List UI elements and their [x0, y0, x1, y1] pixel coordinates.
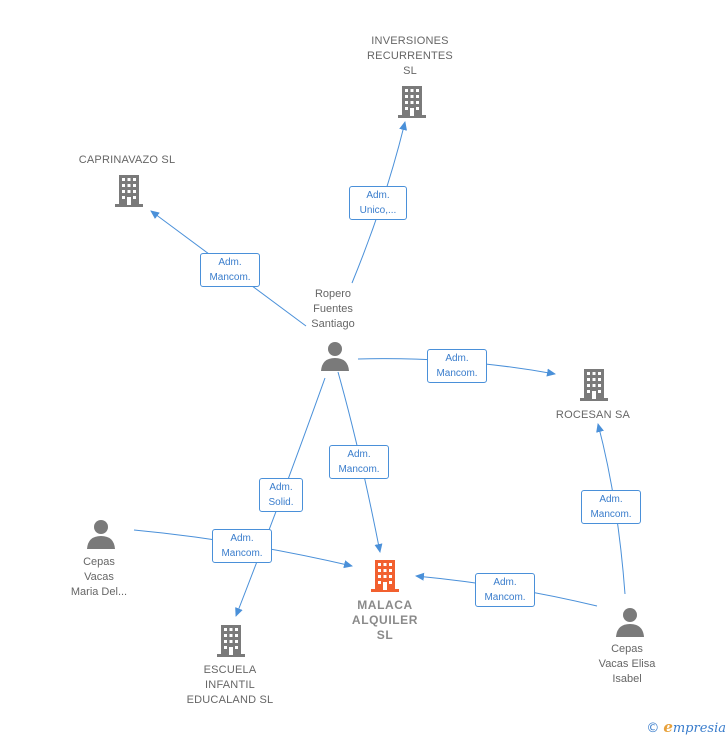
ropero-label-line: Santiago: [311, 318, 355, 330]
relation-text: Adm.: [347, 449, 371, 460]
relation-elisa-rocesan[interactable]: Adm. Mancom.: [581, 490, 641, 524]
relation-text: Adm.: [493, 577, 517, 588]
cepas-elisa-label-line: Isabel: [612, 673, 642, 685]
rocesan-label-line: ROCESAN SA: [555, 409, 631, 421]
inversiones-label-line: INVERSIONES: [371, 35, 449, 47]
relation-ropero-malaca[interactable]: Adm. Mancom.: [329, 445, 389, 479]
inversiones-label-line: RECURRENTES: [367, 50, 453, 62]
cepas-elisa-label-line: Vacas Elisa: [598, 658, 656, 670]
relation-text: Adm.: [366, 190, 390, 201]
cepas-maria-label[interactable]: Cepas Vacas Maria Del...: [49, 555, 149, 600]
escuela-building-icon[interactable]: [215, 623, 247, 664]
rocesan-building-icon[interactable]: [578, 367, 610, 408]
relation-text: Adm.: [230, 533, 254, 544]
relation-text: Adm.: [445, 353, 469, 364]
relation-text: Mancom.: [338, 464, 380, 475]
cepas-elisa-person-icon[interactable]: [615, 606, 645, 643]
malaca-label[interactable]: MALACA ALQUILER SL: [325, 598, 445, 643]
relation-text: Adm.: [599, 494, 623, 505]
malaca-label-line: MALACA: [357, 598, 413, 612]
relation-text: Mancom.: [209, 272, 251, 283]
ropero-label-line: Ropero: [314, 288, 352, 300]
ropero-label-line: Fuentes: [313, 303, 353, 315]
relation-ropero-rocesan[interactable]: Adm. Mancom.: [427, 349, 487, 383]
cepas-maria-person-icon[interactable]: [86, 518, 116, 555]
escuela-label-line: INFANTIL: [205, 679, 255, 691]
escuela-label-line: ESCUELA: [203, 664, 257, 676]
relation-text: Adm.: [218, 257, 242, 268]
relation-text: Adm.: [269, 482, 293, 493]
cepas-elisa-label-line: Cepas: [611, 643, 643, 655]
copyright-symbol: ©: [646, 721, 660, 736]
ropero-person-icon[interactable]: [320, 340, 350, 377]
relation-ropero-escuela[interactable]: Adm. Solid.: [259, 478, 303, 512]
relation-elisa-malaca[interactable]: Adm. Mancom.: [475, 573, 535, 607]
brand-name: mpresia: [672, 721, 726, 736]
relation-text: Unico,...: [359, 205, 397, 216]
relation-maria-malaca[interactable]: Adm. Mancom.: [212, 529, 272, 563]
escuela-label-line: EDUCALAND SL: [186, 694, 274, 706]
relation-text: Solid.: [268, 497, 294, 508]
malaca-label-line: ALQUILER: [351, 613, 419, 627]
malaca-building-icon[interactable]: [369, 558, 401, 599]
relation-ropero-caprinavazo[interactable]: Adm. Mancom.: [200, 253, 260, 287]
malaca-label-line: SL: [376, 628, 394, 642]
cepas-maria-label-line: Cepas: [83, 556, 115, 568]
caprinavazo-label[interactable]: CAPRINAVAZO SL: [57, 153, 197, 168]
inversiones-building-icon[interactable]: [396, 84, 428, 125]
cepas-maria-label-line: Vacas: [84, 571, 114, 583]
ropero-label[interactable]: Ropero Fuentes Santiago: [283, 287, 383, 332]
inversiones-label-line: SL: [403, 65, 417, 77]
empresia-brand[interactable]: ©empresia: [646, 718, 726, 736]
relation-text: Mancom.: [221, 548, 263, 559]
inversiones-label[interactable]: INVERSIONES RECURRENTES SL: [340, 34, 480, 79]
rocesan-label[interactable]: ROCESAN SA: [533, 408, 653, 423]
relation-text: Mancom.: [590, 509, 632, 520]
caprinavazo-label-line: CAPRINAVAZO SL: [78, 154, 176, 166]
cepas-maria-label-line: Maria Del...: [70, 586, 128, 598]
cepas-elisa-label[interactable]: Cepas Vacas Elisa Isabel: [577, 642, 677, 687]
relation-text: Mancom.: [484, 592, 526, 603]
relation-ropero-inversiones[interactable]: Adm. Unico,...: [349, 186, 407, 220]
brand-e-logo: e: [663, 718, 673, 736]
caprinavazo-building-icon[interactable]: [113, 173, 145, 214]
escuela-label[interactable]: ESCUELA INFANTIL EDUCALAND SL: [160, 663, 300, 708]
relation-text: Mancom.: [436, 368, 478, 379]
